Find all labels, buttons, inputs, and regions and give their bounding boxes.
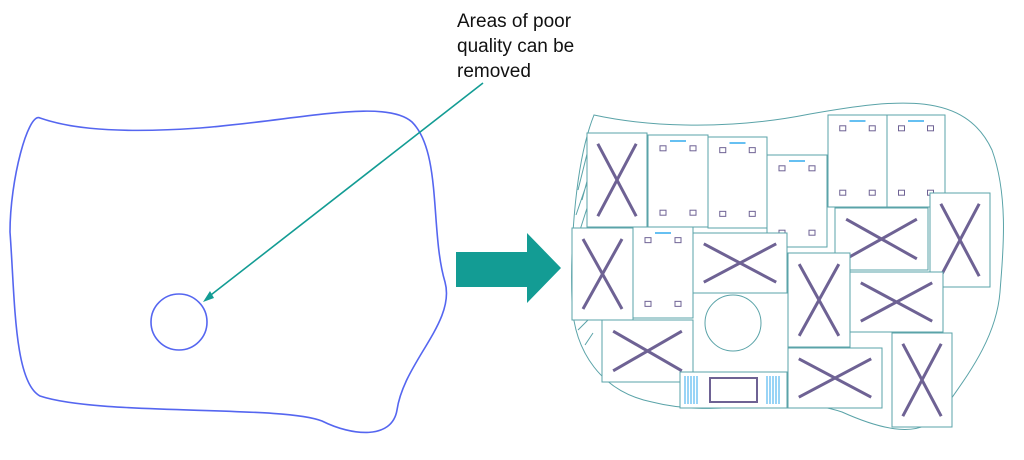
hole-mark: [659, 209, 667, 216]
removed-panel: [692, 232, 788, 294]
hole-mark: [689, 145, 697, 152]
removed-panel: [586, 132, 648, 228]
cross-mark: [845, 217, 918, 261]
cross-mark: [581, 238, 624, 310]
cross-mark: [860, 281, 933, 323]
hole-mark: [898, 189, 905, 196]
cross-mark: [939, 203, 981, 277]
hole-mark: [868, 125, 876, 132]
annotation-text: Areas of poor quality can be removed: [457, 9, 574, 84]
hole-mark: [644, 237, 652, 244]
removed-panel: [601, 319, 694, 383]
hole-mark: [674, 300, 682, 307]
hole-mark: [839, 125, 847, 132]
poor-quality-area: [150, 293, 208, 351]
hole-mark: [898, 125, 905, 132]
hole-mark: [839, 189, 847, 196]
build-area-outline: [9, 110, 448, 434]
annotation-line-2: quality can be: [457, 36, 575, 57]
removed-panel: [891, 332, 953, 428]
callout-arrow: [206, 82, 484, 299]
part-panel: [632, 226, 694, 319]
part-panel: [647, 134, 709, 228]
cross-mark: [797, 263, 841, 337]
cross-mark: [703, 242, 777, 284]
hole-mark: [868, 189, 876, 196]
removed-panel: [787, 347, 883, 409]
hole-mark: [927, 125, 934, 132]
panel-outline: [766, 154, 828, 248]
transform-arrow: [456, 233, 561, 303]
part-panel: [679, 371, 788, 409]
part-panel: [766, 154, 828, 248]
hole-mark: [808, 165, 816, 172]
cross-mark: [901, 343, 943, 417]
hole-mark: [748, 147, 756, 154]
hole-mark: [719, 210, 727, 217]
removed-panel: [571, 227, 634, 321]
callout-arrowhead: [203, 291, 214, 302]
removed-panel: [787, 252, 851, 348]
removed-panel: [929, 192, 991, 288]
hole-mark: [778, 165, 786, 172]
hole-mark: [644, 300, 652, 307]
cross-mark: [596, 143, 638, 217]
cross-mark: [612, 329, 683, 373]
hole-mark: [808, 229, 816, 236]
hole-mark: [748, 210, 756, 217]
part-panel: [886, 114, 946, 208]
panel-outline: [647, 134, 709, 228]
panel-outline: [886, 114, 946, 208]
hole-mark: [689, 209, 697, 216]
hole-mark: [659, 145, 667, 152]
panel-outline: [707, 136, 768, 229]
annotation-line-3: removed: [457, 61, 531, 82]
hole-mark: [674, 237, 682, 244]
part-panel: [707, 136, 768, 229]
removed-circle-area: [704, 294, 762, 352]
part-panel: [827, 114, 888, 208]
cross-mark: [798, 357, 872, 399]
annotation-line-1: Areas of poor: [457, 11, 572, 32]
removed-panel: [849, 271, 944, 333]
label-part: [709, 377, 758, 403]
panel-outline: [632, 226, 694, 319]
panel-outline: [827, 114, 888, 208]
hole-mark: [719, 147, 727, 154]
